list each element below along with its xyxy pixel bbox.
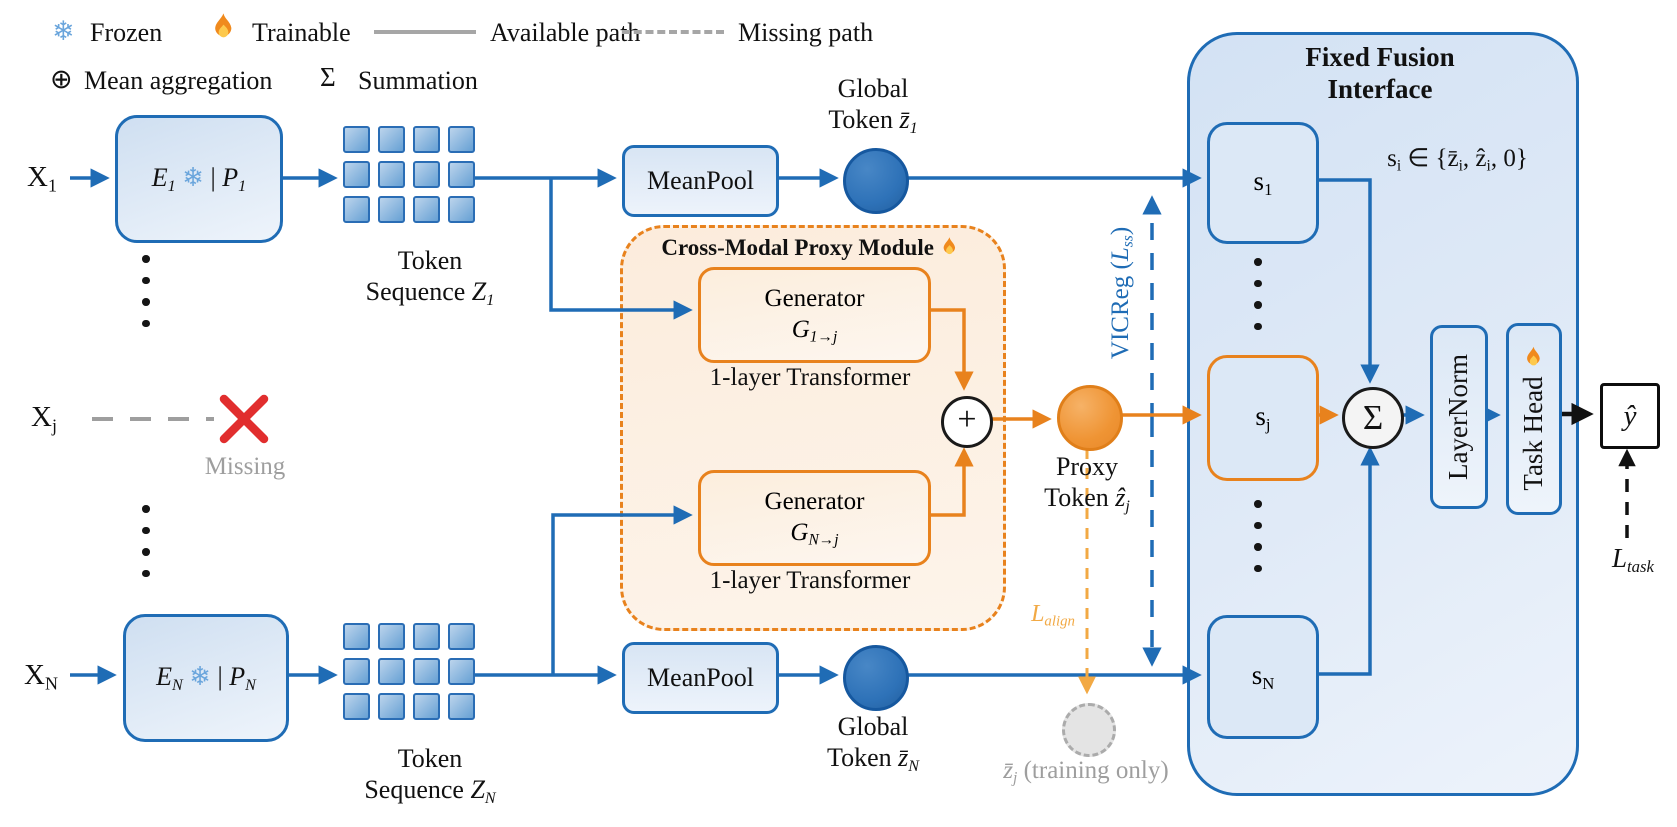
token-sequence-1-label: Token Sequence Z1 bbox=[365, 246, 495, 309]
legend-available-line bbox=[374, 30, 476, 34]
summation-icon: Σ bbox=[320, 62, 336, 92]
encoder-1-label: E1 ❄ | P1 bbox=[151, 162, 247, 195]
global-token-n-circle bbox=[843, 645, 909, 711]
generator-n-label: Generator bbox=[764, 487, 865, 515]
global-token-n-label: Global Token z̄N bbox=[827, 712, 919, 775]
proxy-token-circle bbox=[1057, 385, 1123, 451]
token-sequence-n-label: Token Sequence ZN bbox=[364, 744, 496, 807]
global-token-1-label: Global Token z̄1 bbox=[828, 74, 918, 137]
task-head-box: Task Head bbox=[1506, 323, 1562, 515]
encoder-n-box: EN ❄ | PN bbox=[123, 614, 289, 742]
legend-summation-label: Summation bbox=[358, 66, 478, 95]
missing-cross-icon bbox=[219, 394, 269, 444]
global-token-1-circle bbox=[843, 148, 909, 214]
meanpool-1-box: MeanPool bbox=[622, 145, 779, 217]
generator-1-sub: G1→j bbox=[791, 316, 838, 346]
meanpool-n-label: MeanPool bbox=[647, 662, 754, 692]
l-align-label: Lalign bbox=[1031, 601, 1075, 630]
ellipsis-dots bbox=[1254, 258, 1262, 344]
zj-training-only-label: z̄j (training only) bbox=[1003, 757, 1169, 787]
input-label-xn: XN bbox=[24, 659, 58, 694]
input-label-x1: X1 bbox=[27, 161, 57, 196]
encoder-n-label: EN ❄ | PN bbox=[156, 661, 256, 694]
legend-missing-line bbox=[622, 30, 724, 34]
sj-box: sj bbox=[1207, 355, 1319, 481]
layernorm-label: LayerNorm bbox=[1443, 354, 1474, 480]
l-task-label: Ltask bbox=[1612, 543, 1654, 577]
fusion-formula: si ∈ {z̄i, ẑi, 0} bbox=[1387, 145, 1528, 175]
token-grid-n bbox=[343, 623, 475, 720]
generator-n-sub: GN→j bbox=[790, 519, 839, 549]
fire-icon bbox=[215, 13, 232, 38]
generator-1-label: Generator bbox=[764, 284, 865, 312]
legend-frozen-label: Frozen bbox=[90, 18, 163, 47]
legend-trainable-label: Trainable bbox=[252, 18, 351, 47]
encoder-1-box: E1 ❄ | P1 bbox=[115, 115, 283, 243]
ellipsis-dots bbox=[142, 255, 150, 341]
sn-box: sN bbox=[1207, 615, 1319, 739]
vicreg-label: VICReg (Lss) bbox=[1107, 226, 1137, 360]
prediction-output-box: ŷ bbox=[1600, 383, 1660, 449]
generator-1-box: Generator G1→j bbox=[698, 267, 931, 363]
layernorm-box: LayerNorm bbox=[1430, 325, 1488, 509]
missing-label: Missing bbox=[204, 453, 286, 480]
fire-icon bbox=[1527, 346, 1541, 366]
input-label-xj: Xj bbox=[31, 401, 57, 436]
ellipsis-dots bbox=[142, 505, 150, 591]
legend-mean-aggregation-label: Mean aggregation bbox=[84, 66, 273, 95]
token-grid-1 bbox=[343, 126, 475, 223]
ellipsis-dots bbox=[1254, 500, 1262, 586]
generator-n-caption: 1-layer Transformer bbox=[709, 567, 911, 594]
proxy-module-title: Cross-Modal Proxy Module bbox=[620, 234, 1000, 261]
summation-node: Σ bbox=[1342, 387, 1404, 449]
snowflake-icon: ❄ bbox=[52, 16, 75, 46]
generator-n-box: Generator GN→j bbox=[698, 470, 931, 566]
fire-icon bbox=[943, 237, 955, 255]
mean-aggregation-node: + bbox=[941, 396, 993, 448]
task-head-label: Task Head bbox=[1518, 346, 1550, 491]
generator-1-caption: 1-layer Transformer bbox=[709, 364, 911, 391]
fusion-title: Fixed Fusion Interface bbox=[1305, 42, 1455, 104]
proxy-token-label: Proxy Token ẑj bbox=[1044, 452, 1130, 515]
gray-token-circle bbox=[1062, 703, 1116, 757]
legend-missing-label: Missing path bbox=[738, 18, 874, 47]
s1-box: s1 bbox=[1207, 122, 1319, 244]
meanpool-n-box: MeanPool bbox=[622, 642, 779, 714]
mean-aggregation-icon: ⊕ bbox=[50, 64, 73, 94]
meanpool-1-label: MeanPool bbox=[647, 165, 754, 195]
legend-available-label: Available path bbox=[490, 18, 641, 47]
